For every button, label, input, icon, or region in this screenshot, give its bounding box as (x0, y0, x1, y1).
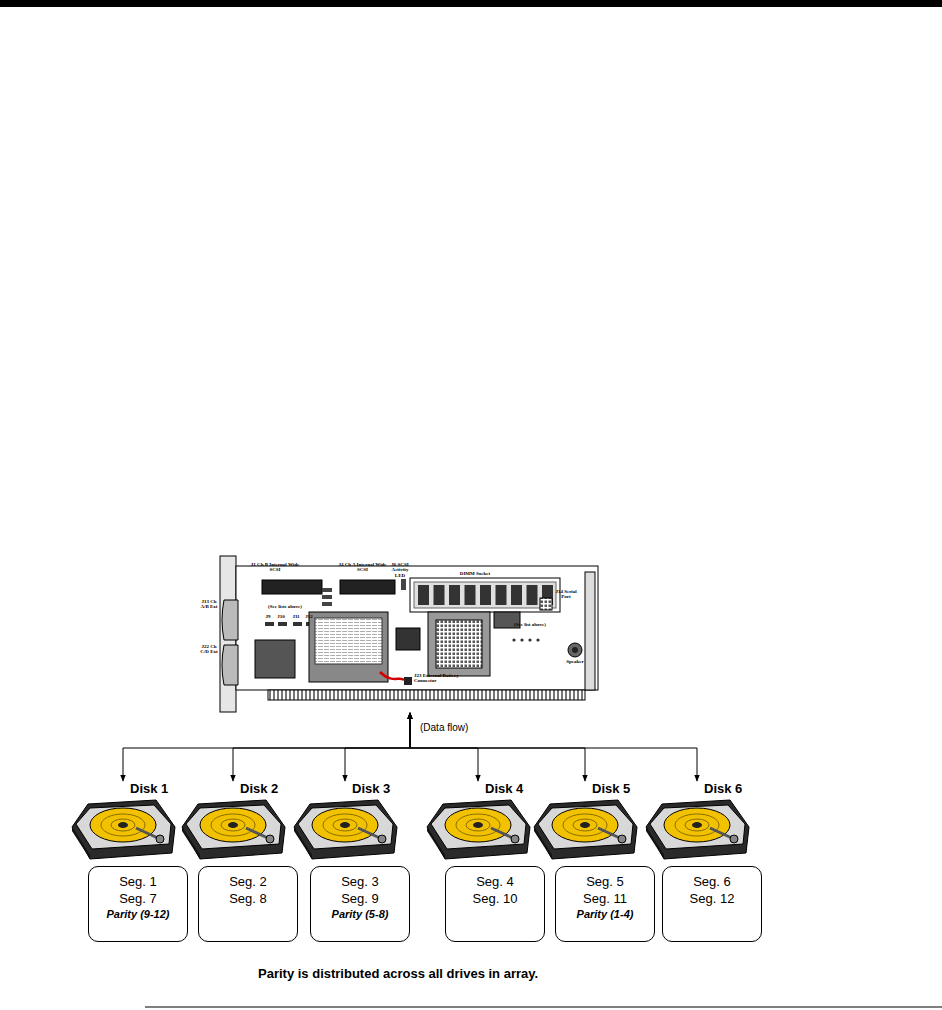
segment-text: Seg. 3 (341, 873, 379, 890)
bottom-rule (145, 1007, 942, 1008)
segment-text: Seg. 10 (473, 890, 518, 907)
segment-text: Seg. 6 (693, 873, 731, 890)
segment-text: Parity (1-4) (577, 907, 634, 921)
segment-text: Seg. 11 (583, 890, 627, 907)
component-label: (See list above) (506, 622, 554, 627)
segment-text: Seg. 8 (229, 890, 267, 907)
disk-drive: Disk 6 (642, 781, 752, 859)
segment-text: Seg. 4 (476, 873, 514, 890)
component-label: DIMM Socket (445, 571, 505, 576)
segment-text: Seg. 12 (690, 890, 735, 907)
disk-label: Disk 6 (704, 781, 742, 796)
component-label: J11 (290, 614, 302, 619)
segment-box: Seg. 5Seg. 11Parity (1-4) (555, 866, 655, 942)
component-label: J12 (303, 614, 315, 619)
component-label: (See lists above) (260, 604, 310, 609)
segment-text: Parity (9-12) (107, 907, 170, 921)
component-label: J4 Ch A Internal Wide SCSI (335, 562, 390, 573)
top-rule (0, 0, 942, 7)
disk-drive: Disk 4 (423, 781, 533, 859)
disk-drive: Disk 1 (68, 781, 178, 859)
component-label: J9 (262, 614, 274, 619)
segment-box: Seg. 6Seg. 12 (662, 866, 762, 942)
segment-text: Seg. 5 (586, 873, 624, 890)
data-flow-connector (345, 713, 410, 781)
segment-box: Seg. 2Seg. 8 (198, 866, 298, 942)
segment-text: Seg. 2 (229, 873, 267, 890)
data-flow-connector (233, 713, 410, 781)
data-flow-connector (410, 713, 585, 781)
disk-label: Disk 1 (130, 781, 168, 796)
data-flow-connector (410, 713, 697, 781)
disk-label: Disk 5 (592, 781, 630, 796)
component-label: J13 Ch A/B Ext (198, 599, 220, 610)
disk-drive: Disk 5 (530, 781, 640, 859)
segment-text: Parity (5-8) (332, 907, 389, 921)
raid-card (220, 556, 598, 712)
disk-drives (72, 800, 749, 859)
component-label: J10 (275, 614, 287, 619)
component-label: J6 SCSI Activity LED (388, 562, 412, 578)
disk-label: Disk 3 (352, 781, 390, 796)
component-label: J23 External Battery Connector (414, 673, 474, 684)
flow-label: (Data flow) (420, 722, 468, 733)
segment-box: Seg. 4Seg. 10 (445, 866, 545, 942)
component-label: Speaker (560, 659, 590, 664)
component-label: J14 Serial Port (553, 589, 579, 600)
raid-controller-card: J1 Ch B Internal Wide SCSI J4 Ch A Intern… (198, 555, 603, 713)
caption: Parity is distributed across all drives … (258, 966, 538, 981)
disk-drive: Disk 3 (290, 781, 400, 859)
segment-box: Seg. 1Seg. 7Parity (9-12) (88, 866, 188, 942)
disk-drive: Disk 2 (178, 781, 288, 859)
disk-label: Disk 4 (485, 781, 523, 796)
component-label: J22 Ch C/D Ext (198, 644, 220, 655)
disk-label: Disk 2 (240, 781, 278, 796)
segment-box: Seg. 3Seg. 9Parity (5-8) (310, 866, 410, 942)
data-flow-connector (123, 713, 410, 781)
segment-text: Seg. 7 (119, 890, 157, 907)
segment-text: Seg. 9 (341, 890, 379, 907)
data-flow-connector (410, 713, 478, 781)
component-label: J1 Ch B Internal Wide SCSI (250, 562, 300, 573)
segment-text: Seg. 1 (119, 873, 157, 890)
